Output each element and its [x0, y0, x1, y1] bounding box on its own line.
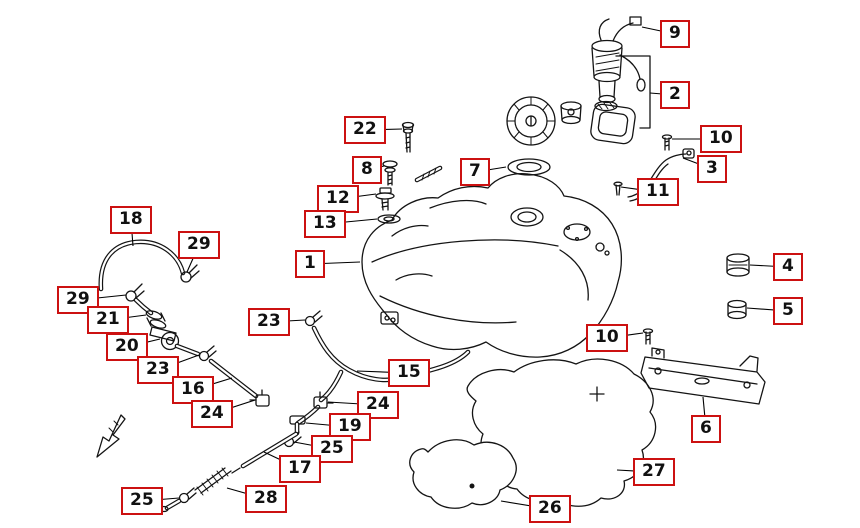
hose-clamp-23-upper: [304, 310, 323, 327]
drain-hose-branch: [295, 369, 344, 426]
fuel-cap: [506, 96, 556, 146]
fuel-tube-16: [208, 358, 259, 399]
callout-2-leader: [649, 92, 676, 96]
callout-9-leader: [641, 26, 676, 35]
fuel-valve-20: [149, 326, 201, 357]
callout-19-leader: [305, 422, 351, 428]
elbow-joint-19: [289, 415, 306, 436]
hose-clamp-25-lower: [178, 487, 197, 504]
callout-1-leader: [309, 261, 361, 265]
callout-18-leader: [130, 219, 134, 247]
callout-12-leader: [337, 193, 377, 200]
joint-fitting-24-right: [313, 391, 334, 409]
hose-clamp-29-right: [180, 264, 200, 283]
flange-bolt-22: [401, 121, 415, 153]
callout-17-leader: [263, 451, 301, 470]
washer-13: [377, 214, 401, 224]
callout-10-bottom-leader: [606, 332, 644, 339]
breather-hose-18: [98, 239, 186, 292]
fuel-filter-canister: [560, 101, 582, 125]
fuel-hose-15: [311, 325, 471, 383]
callout-2-bracket: [615, 55, 651, 129]
callout-3-leader: [682, 157, 713, 170]
filler-neck: [510, 207, 544, 227]
screw-11: [613, 181, 623, 196]
callout-29-left-leader: [77, 294, 127, 301]
mat-dot-mark: [469, 483, 475, 489]
callout-23-lower-leader: [157, 354, 200, 371]
callout-13-leader: [324, 218, 378, 225]
callout-24-left-leader: [211, 399, 256, 415]
spring-28: [194, 467, 241, 496]
callout-16-leader: [192, 377, 233, 391]
callout-29-right-leader: [186, 244, 200, 273]
callout-20-leader: [126, 338, 161, 348]
callout-11-leader: [620, 186, 659, 193]
callout-4-leader: [749, 264, 789, 268]
callout-25-lower-leader: [141, 497, 180, 502]
callout-27-leader: [616, 469, 655, 473]
pump-wiring: [598, 18, 634, 42]
front-direction-arrow: [96, 414, 126, 458]
callout-22-leader: [364, 128, 403, 131]
bolt-10-top: [661, 134, 673, 151]
tank-mount-tab: [380, 311, 399, 325]
heat-shield-mat-26: [409, 439, 517, 509]
rubber-damper-4: [726, 253, 750, 277]
pump-gasket-plate: [590, 103, 636, 145]
pump-connector: [629, 16, 642, 26]
mat-cross-mark: [589, 386, 605, 402]
mounting-bracket-6: [640, 347, 766, 405]
callout-15-leader: [356, 370, 410, 374]
fuel-tank-body: [361, 172, 623, 358]
fuel-float: [636, 78, 646, 92]
callout-7-leader: [474, 166, 507, 173]
callout-28-leader: [226, 487, 267, 500]
washer-bolt-8: [382, 160, 398, 186]
callout-5-leader: [746, 307, 789, 312]
valve-joint-21: [133, 297, 167, 329]
callout-8-leader: [366, 165, 385, 171]
bolt-10-bottom: [642, 328, 654, 345]
breather-pipe-pin: [414, 165, 443, 183]
fuel-tube-17: [240, 431, 299, 469]
callout-26-leader: [500, 500, 551, 510]
hose-clamp-29-left: [125, 283, 145, 302]
callout-23-upper-leader: [268, 319, 306, 323]
filler-ring-gasket: [507, 158, 551, 176]
callout-24-right-leader: [327, 401, 379, 406]
hose-clamp-23-lower: [198, 345, 217, 362]
flange-bolt-12: [375, 187, 395, 211]
callout-6-leader: [702, 396, 707, 430]
callout-21-leader: [107, 314, 147, 321]
rubber-damper-5: [727, 299, 747, 320]
callout-25-upper-leader: [293, 441, 333, 450]
